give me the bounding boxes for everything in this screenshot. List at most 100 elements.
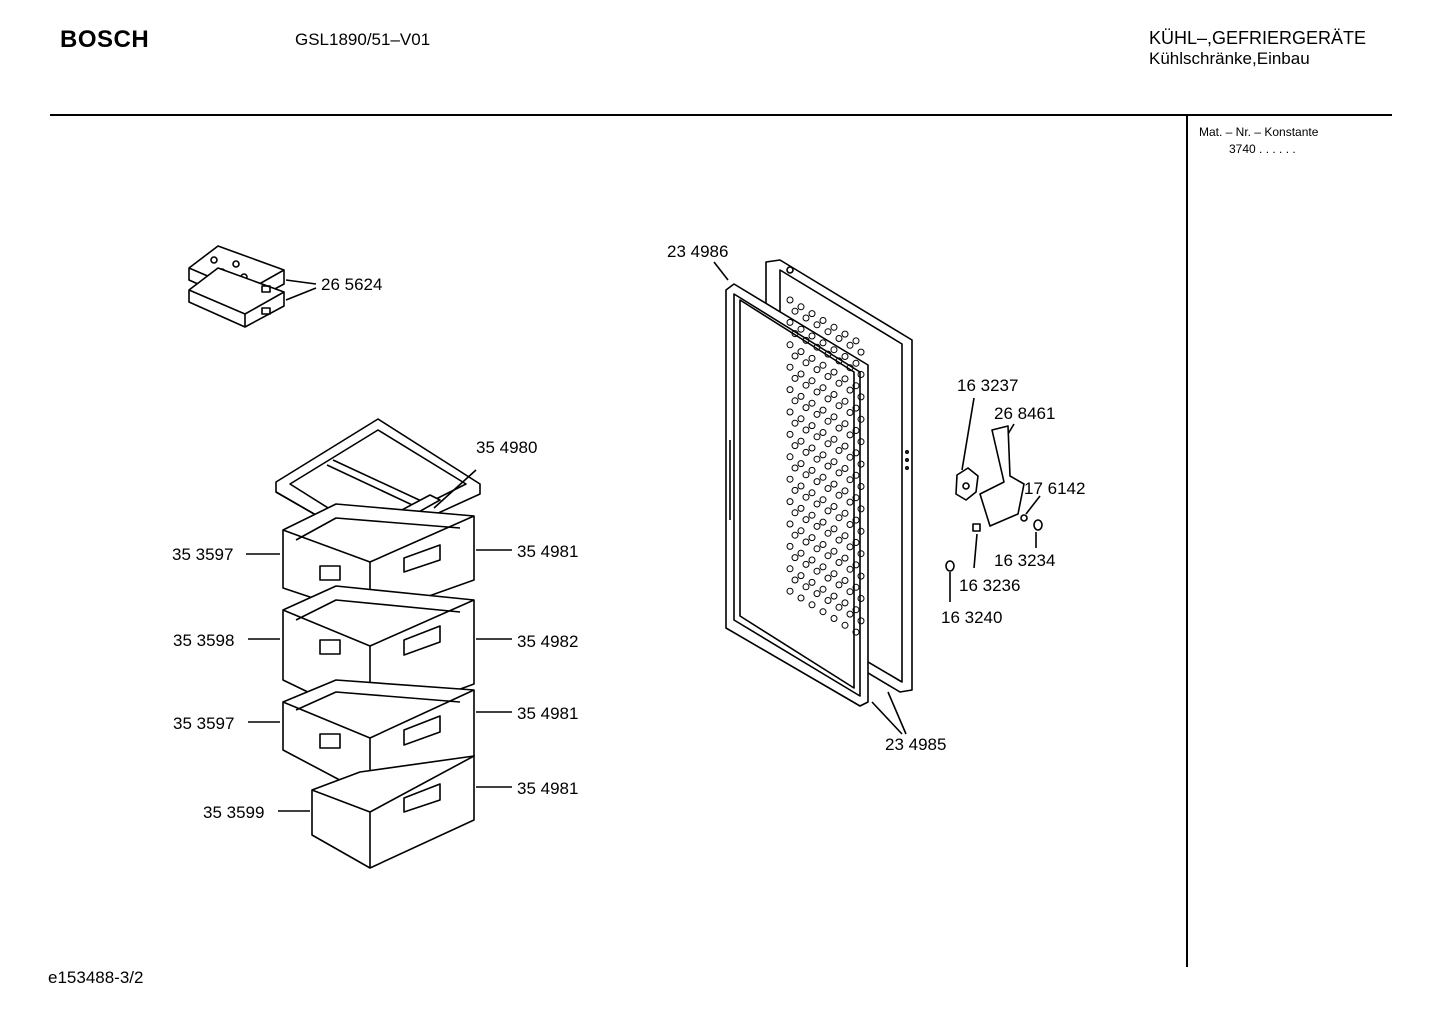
door-dot: [857, 460, 865, 468]
door-dot: [846, 453, 854, 461]
model-number: GSL1890/51–V01: [295, 30, 431, 49]
door-gasket-drawing: [725, 283, 869, 707]
door-dot: [824, 373, 832, 380]
door-dot: [830, 570, 838, 578]
door-dot: [857, 617, 865, 625]
label-p-354981-b: 35 4981: [517, 704, 578, 723]
door-dot: [786, 453, 794, 461]
door-dot: [802, 426, 810, 434]
door-dot: [841, 465, 849, 472]
door-dot: [830, 435, 838, 443]
door-dot: [797, 482, 805, 490]
door-dot: [824, 574, 832, 582]
side-panel-divider: [1186, 115, 1188, 967]
door-dot: [786, 430, 794, 438]
label-p-176142: 17 6142: [1024, 479, 1085, 498]
door-dot: [819, 473, 827, 481]
label-p-268461: 26 8461: [994, 404, 1055, 423]
door-dot: [857, 572, 865, 580]
door-dot: [797, 527, 805, 535]
door-dot: [786, 498, 794, 506]
door-dot: [786, 363, 794, 371]
label-p-354980: 35 4980: [476, 438, 537, 457]
door-dot: [819, 518, 827, 526]
door-dot: [824, 350, 832, 358]
door-dot: [808, 466, 816, 474]
label-p-163236: 16 3236: [959, 576, 1020, 595]
door-dot: [813, 590, 821, 598]
door-dot: [846, 543, 854, 551]
door-dot: [813, 500, 821, 508]
door-dot: [819, 384, 827, 392]
door-dot: [830, 503, 838, 510]
door-dot: [824, 328, 832, 336]
door-dot: [808, 377, 816, 385]
door-dot: [830, 615, 838, 622]
door-dot: [802, 336, 810, 344]
material-number-label: Mat. – Nr. – Konstante: [1199, 125, 1319, 139]
door-dot: [808, 489, 816, 497]
door-dot: [846, 364, 854, 372]
door-dot: [857, 595, 865, 602]
door-dot: [835, 424, 843, 432]
door-dot: [835, 581, 843, 589]
door-dot: [813, 433, 821, 441]
door-dot: [808, 310, 816, 318]
door-dot: [835, 514, 843, 522]
door-dot: [813, 321, 821, 329]
door-dot: [802, 493, 810, 501]
door-dot: [835, 335, 843, 342]
document-id: e153488-3/2: [48, 968, 144, 987]
label-p-163237: 16 3237: [957, 376, 1018, 395]
door-dot: [824, 529, 832, 537]
door-dot: [846, 476, 854, 484]
door-dot: [819, 317, 827, 324]
door-dot: [852, 561, 860, 569]
door-dot: [824, 597, 832, 604]
door-dot: [813, 478, 821, 486]
door-dot: [852, 606, 860, 614]
door-dot: [852, 449, 860, 457]
door-dot: [830, 391, 838, 398]
door-dot: [846, 610, 854, 618]
door-dot: [846, 498, 854, 506]
door-dot: [841, 621, 849, 629]
label-p-234985: 23 4985: [885, 735, 946, 754]
label-p-163234: 16 3234: [994, 551, 1055, 570]
door-dot: [819, 429, 827, 436]
category-subtitle: Kühlschränke,Einbau: [1149, 49, 1310, 68]
door-dot: [791, 576, 799, 584]
door-dot: [852, 539, 860, 546]
door-dot: [808, 534, 816, 542]
door-dot: [830, 323, 838, 331]
door-dot: [786, 318, 794, 326]
door-dot: [802, 314, 810, 322]
door-dot: [824, 417, 832, 425]
ice-pack-drawing: [188, 245, 285, 328]
door-dot: [786, 475, 794, 483]
door-dot: [852, 337, 860, 345]
door-dot: [797, 392, 805, 400]
door-dot: [808, 354, 816, 362]
label-p-353598: 35 3598: [173, 631, 234, 650]
door-dot: [791, 531, 799, 539]
door-dot: [830, 368, 838, 376]
door-dot: [802, 448, 810, 456]
door-dot: [841, 420, 849, 428]
door-dot: [791, 307, 799, 315]
door-dot: [813, 567, 821, 575]
label-p-354981-c: 35 4981: [517, 779, 578, 798]
door-dot: [813, 343, 821, 351]
door-dot: [808, 399, 816, 407]
header-divider: [50, 114, 1392, 116]
door-dot: [808, 332, 816, 340]
door-dot: [824, 485, 832, 492]
door-dot: [797, 437, 805, 445]
door-dot: [819, 339, 827, 347]
door-dot: [824, 440, 832, 448]
door-dot: [835, 536, 843, 544]
door-dot: [841, 509, 849, 517]
door-dot: [819, 496, 827, 504]
door-dot: [802, 516, 810, 524]
door-dot: [852, 359, 860, 367]
